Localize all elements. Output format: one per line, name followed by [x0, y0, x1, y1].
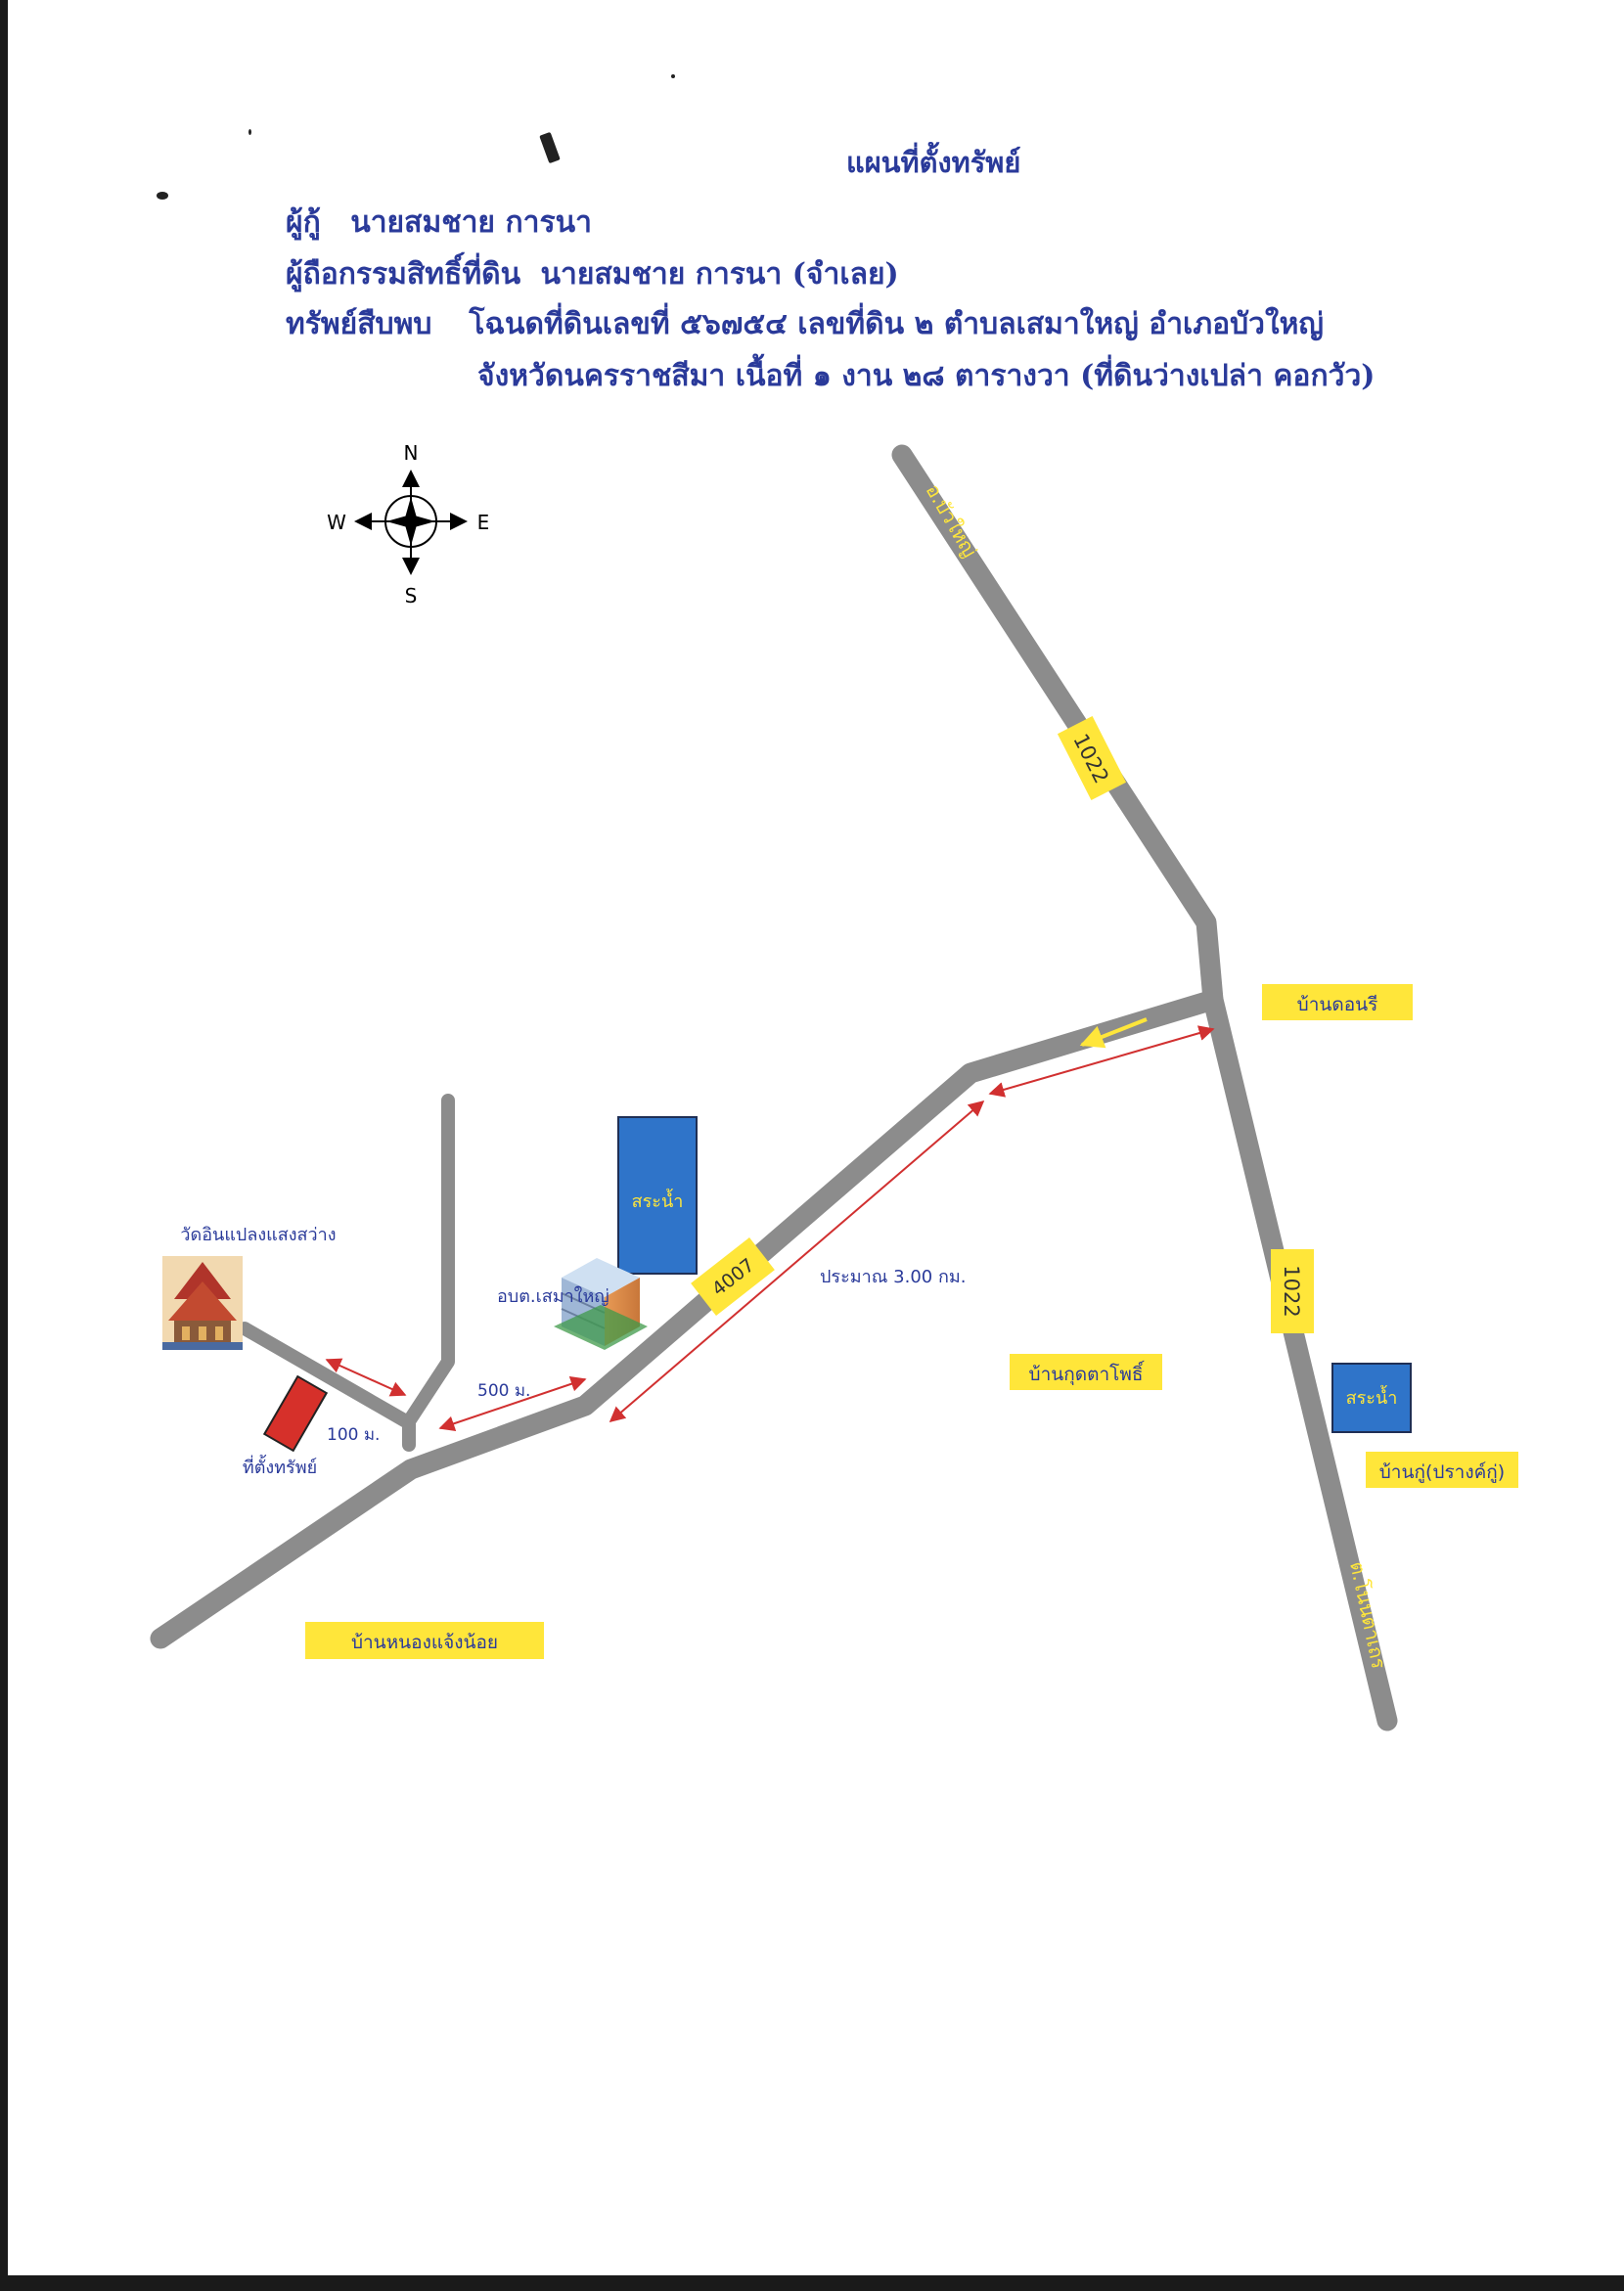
svg-text:สระน้ำ: สระน้ำ [1346, 1385, 1398, 1409]
distance-500-label: 500 ม. [477, 1381, 530, 1401]
road-label-1022-bottom: 1022 [1271, 1249, 1314, 1333]
compass-arrow-w [354, 513, 372, 530]
road-label-1022-top: 1022 [1057, 716, 1127, 800]
compass-arrow-n [402, 470, 420, 487]
roads [150, 444, 1398, 1731]
pond-2: สระน้ำ [1331, 1363, 1412, 1433]
distance-main-label: ประมาณ 3.00 กม. [820, 1267, 966, 1287]
compass-arrow-s [402, 558, 420, 575]
arrow-dist-b [609, 1100, 985, 1423]
tambon-office-building-icon [554, 1258, 648, 1350]
scan-mark-3 [157, 192, 168, 200]
label-ban-don-ri: บ้านดอนรี [1262, 984, 1413, 1020]
map-title: แผนที่ตั้งทรัพย์ [846, 146, 1021, 179]
scan-border-bottom [0, 2275, 1624, 2291]
compass-n: N [404, 441, 419, 465]
label-ban-ku: บ้านกู่(ปรางค์กู่) [1366, 1452, 1518, 1488]
temple-label: วัดอินแปลงแสงสว่าง [180, 1225, 336, 1245]
svg-text:บ้านหนองแจ้งน้อย: บ้านหนองแจ้งน้อย [351, 1632, 498, 1653]
road-side-temple [238, 1322, 413, 1428]
borrower-line: ผู้กู้ นายสมชาย การนา [286, 200, 592, 246]
property-label: ทรัพย์สืบพบ [286, 307, 432, 341]
compass-w: W [327, 511, 346, 534]
svg-text:สระน้ำ: สระน้ำ [632, 1189, 684, 1212]
pond-1: สระน้ำ [617, 1116, 698, 1275]
tambon-office-label: อบต.เสมาใหญ่ [497, 1285, 609, 1307]
road-1022 [891, 444, 1398, 1731]
property-line-2: จังหวัดนครราชสีมา เนื้อที่ ๑ งาน ๒๘ ตารา… [477, 359, 1376, 393]
borrower-name: นายสมชาย การนา [350, 205, 592, 240]
scan-mark-2 [671, 74, 675, 78]
scan-mark-4 [248, 129, 251, 135]
compass-s: S [405, 584, 418, 607]
arrow-dist-500 [438, 1376, 587, 1431]
property-label: ที่ตั้งทรัพย์ [243, 1455, 317, 1478]
road-side-north [402, 1094, 455, 1452]
arrow-dist-100 [325, 1358, 407, 1397]
compass-rose: N S W E [327, 441, 489, 607]
owner-label: ผู้ถือกรรมสิทธิ์ที่ดิน [286, 257, 521, 292]
property-detail-1: โฉนดที่ดินเลขที่ ๕๖๗๕๔ เลขที่ดิน ๒ ตำบลเ… [469, 307, 1324, 341]
property-line: ทรัพย์สืบพบ โฉนดที่ดินเลขที่ ๕๖๗๕๔ เลขที่… [286, 301, 1324, 347]
owner-line: ผู้ถือกรรมสิทธิ์ที่ดิน นายสมชาย การนา (จ… [286, 251, 899, 297]
compass-arrow-e [450, 513, 468, 530]
temple-icon [162, 1256, 243, 1350]
svg-text:1022: 1022 [1280, 1265, 1303, 1317]
owner-name: นายสมชาย การนา (จำเลย) [540, 257, 899, 292]
scan-border-left [0, 0, 8, 2291]
svg-text:บ้านดอนรี: บ้านดอนรี [1297, 994, 1378, 1015]
svg-text:บ้านกู่(ปรางค์กู่): บ้านกู่(ปรางค์กู่) [1379, 1461, 1505, 1483]
road-4007 [150, 989, 1224, 1649]
distance-100-label: 100 ม. [327, 1425, 380, 1445]
label-ban-kut-ta-pho: บ้านกุดตาโพธิ์ [1010, 1354, 1162, 1390]
label-ban-nong-chaeng-noi: บ้านหนองแจ้งน้อย [305, 1622, 544, 1659]
borrower-label: ผู้กู้ [286, 205, 321, 240]
distance-arrows [325, 1025, 1215, 1431]
property-marker [262, 1374, 329, 1453]
compass-e: E [477, 511, 490, 534]
svg-text:บ้านกุดตาโพธิ์: บ้านกุดตาโพธิ์ [1029, 1360, 1146, 1386]
arrow-dist-a [988, 1025, 1215, 1098]
